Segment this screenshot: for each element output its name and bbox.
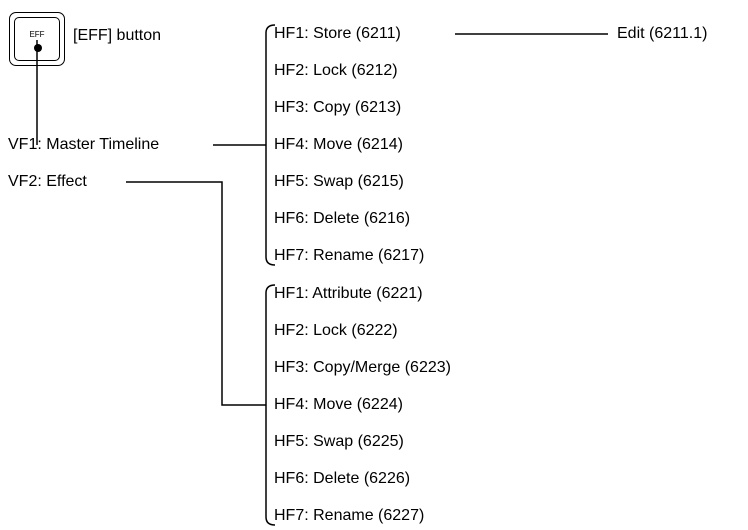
group2-bracket <box>265 284 276 526</box>
group2-item: HF5: Swap (6225) <box>274 433 404 450</box>
group1-item: HF2: Lock (6212) <box>274 62 398 79</box>
eff-button-inner: EFF <box>14 17 60 61</box>
group1-bracket <box>265 24 276 266</box>
eff-button-face-text: EFF <box>29 30 45 39</box>
group2-item: HF3: Copy/Merge (6223) <box>274 359 451 376</box>
group2-item: HF4: Move (6224) <box>274 396 403 413</box>
eff-button-indicator-dot <box>34 44 42 52</box>
group2-item: HF1: Attribute (6221) <box>274 285 423 302</box>
group1-item: HF1: Store (6211) <box>274 25 401 42</box>
group2-item: HF2: Lock (6222) <box>274 322 398 339</box>
vf1-label: VF1: Master Timeline <box>8 136 160 153</box>
group1-item: HF6: Delete (6216) <box>274 210 411 227</box>
group1-item: HF3: Copy (6213) <box>274 99 402 116</box>
vf2-connector-line <box>126 181 266 406</box>
group2-item: HF6: Delete (6226) <box>274 470 411 487</box>
group1-item: HF7: Rename (6217) <box>274 247 425 264</box>
group1-item: HF5: Swap (6215) <box>274 173 404 190</box>
group1-item: HF4: Move (6214) <box>274 136 403 153</box>
vf2-label: VF2: Effect <box>8 173 87 190</box>
group2-item: HF7: Rename (6227) <box>274 507 425 524</box>
edit-sub-label: Edit (6211.1) <box>617 25 708 42</box>
eff-button-label: [EFF] button <box>73 27 162 44</box>
eff-button: EFF <box>9 12 65 66</box>
